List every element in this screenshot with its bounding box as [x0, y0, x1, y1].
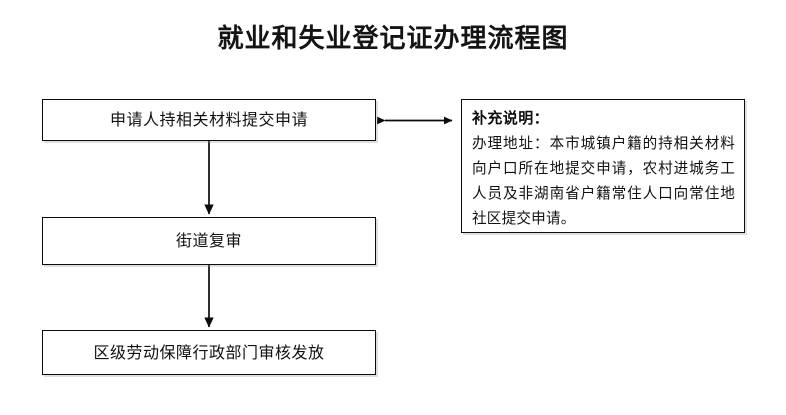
process-node-issue[interactable]: 区级劳动保障行政部门审核发放 — [42, 330, 376, 375]
process-node-apply-label: 申请人持相关材料提交申请 — [109, 110, 308, 129]
supplementary-note-box[interactable]: 补充说明： 办理地址：本市城镇户籍的持相关材料向户口所在地提交申请，农村进城务工… — [461, 99, 745, 233]
process-node-issue-label: 区级劳动保障行政部门审核发放 — [93, 342, 325, 362]
supplementary-note-body: 办理地址：本市城镇户籍的持相关材料向户口所在地提交申请，农村进城务工人员及非湖南… — [472, 135, 735, 227]
supplementary-note-title: 补充说明： — [472, 109, 550, 127]
page-title: 就业和失业登记证办理流程图 — [217, 24, 569, 54]
process-node-review[interactable]: 街道复审 — [42, 217, 376, 265]
process-node-review-label: 街道复审 — [175, 231, 242, 250]
process-node-apply[interactable]: 申请人持相关材料提交申请 — [42, 99, 376, 141]
